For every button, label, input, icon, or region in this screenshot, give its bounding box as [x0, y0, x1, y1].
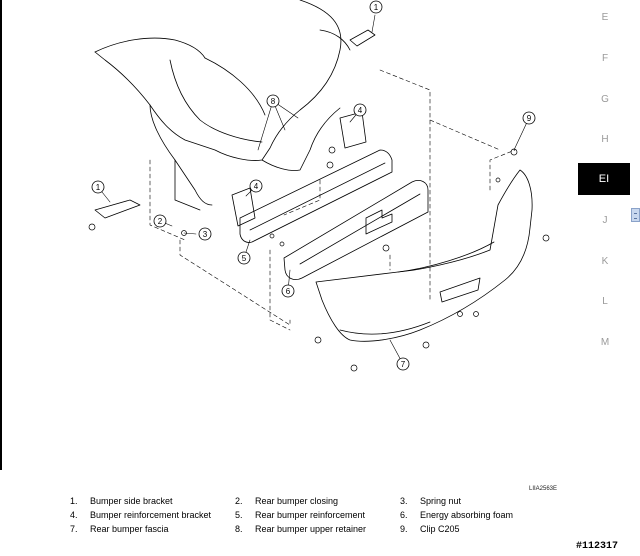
legend-label: Bumper reinforcement bracket	[90, 510, 212, 520]
legend-number: 8.	[235, 524, 243, 534]
callout-8	[266, 94, 280, 108]
callout-5-label: 5	[242, 254, 247, 263]
energy-absorbing-foam	[283, 180, 429, 280]
legend-label: Energy absorbing foam	[420, 510, 514, 520]
legend-number: 2.	[235, 496, 243, 506]
section-tab-m[interactable]: M	[600, 337, 610, 348]
callout-9-label: 9	[527, 114, 532, 123]
legend-label: Rear bumper closing	[255, 496, 339, 506]
reinforcement-bracket-left	[231, 187, 256, 227]
legend-number: 6.	[400, 510, 408, 520]
callout-2-label: 2	[158, 217, 163, 226]
callout-6-label: 6	[286, 287, 291, 296]
callout-4a	[249, 179, 263, 193]
rear-bumper-reinforcement	[239, 149, 393, 243]
callout-7-label: 7	[401, 360, 406, 369]
section-tab-j[interactable]: J	[602, 215, 608, 226]
callout-4b-label: 4	[358, 106, 363, 115]
section-index-sidebar: E F G H J K L M	[578, 0, 640, 390]
legend-item: 9. Clip C205	[400, 524, 460, 534]
section-tab-ei-active[interactable]: EI	[578, 163, 630, 195]
exploded-view-diagram: 1 1 2 3 4 4 5 6 7 8 9	[88, 0, 550, 372]
legend-item: 2. Rear bumper closing	[235, 496, 338, 506]
legend-number: 1.	[70, 496, 78, 506]
figure-code: LIIA2563E	[529, 486, 558, 492]
legend-item: 3. Spring nut	[400, 496, 461, 506]
callout-1b-label: 1	[374, 3, 379, 12]
section-tab-k[interactable]: K	[601, 256, 609, 267]
scrollbar-thumb[interactable]	[631, 208, 640, 222]
legend-item: 1. Bumper side bracket	[70, 496, 173, 506]
callout-4a-label: 4	[254, 182, 259, 191]
legend-label: Clip C205	[420, 524, 460, 534]
callout-1a	[91, 180, 105, 194]
legend-label: Rear bumper reinforcement	[255, 510, 366, 520]
section-tab-g[interactable]: G	[601, 94, 609, 105]
legend-number: 9.	[400, 524, 408, 534]
legend-item: 7. Rear bumper fascia	[70, 524, 169, 534]
section-tab-f[interactable]: F	[601, 53, 609, 64]
callout-3	[198, 227, 212, 241]
legend-number: 5.	[235, 510, 243, 520]
callout-1a-label: 1	[96, 183, 101, 192]
callout-6	[281, 284, 295, 298]
bumper-side-bracket-left	[94, 199, 141, 219]
legend-item: 8. Rear bumper upper retainer	[235, 524, 366, 534]
callout-1b	[369, 0, 383, 14]
callout-9	[522, 111, 536, 125]
callout-8-label: 8	[271, 97, 276, 106]
callout-2	[153, 214, 167, 228]
legend-item: 6. Energy absorbing foam	[400, 510, 513, 520]
watermark-id: #112317	[576, 541, 619, 552]
section-tab-l[interactable]: L	[602, 296, 608, 307]
legend-item: 4. Bumper reinforcement bracket	[70, 510, 211, 520]
legend-label: Rear bumper upper retainer	[255, 524, 367, 534]
legend-label: Spring nut	[420, 496, 462, 506]
legend-item: 5. Rear bumper reinforcement	[235, 510, 365, 520]
callout-5	[237, 251, 251, 265]
reinforcement-bracket-right	[339, 111, 367, 149]
legend-number: 4.	[70, 510, 78, 520]
callout-7	[396, 357, 410, 371]
page-border	[0, 0, 2, 470]
vehicle-body	[94, 0, 342, 161]
legend-number: 3.	[400, 496, 408, 506]
legend-number: 7.	[70, 524, 78, 534]
rear-bumper-fascia	[315, 169, 533, 342]
legend-label: Rear bumper fascia	[90, 524, 169, 534]
callout-3-label: 3	[203, 230, 208, 239]
legend-label: Bumper side bracket	[90, 496, 173, 506]
section-tab-h[interactable]: H	[601, 134, 609, 145]
callout-4b	[353, 103, 367, 117]
section-tab-e[interactable]: E	[601, 12, 609, 23]
